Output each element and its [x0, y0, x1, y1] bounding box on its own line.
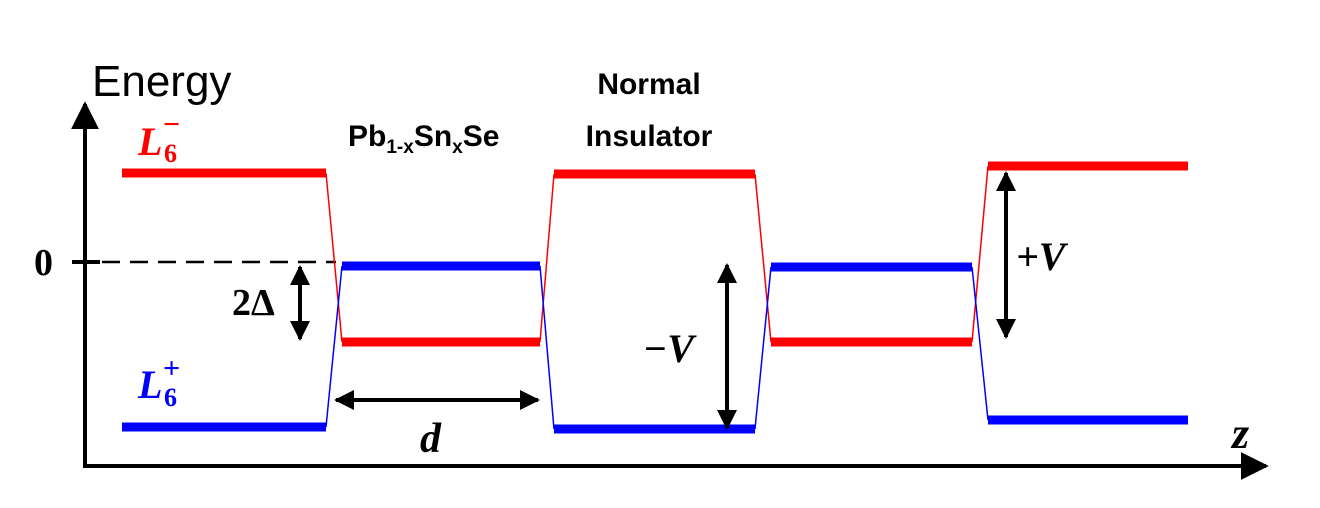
l6-plus-sub: 6: [164, 383, 177, 412]
l6-minus-sub: 6: [164, 139, 177, 168]
gap-label: 2Δ: [232, 282, 275, 324]
material-label: Pb1-xSnxSe: [348, 120, 499, 158]
minus-v-label: −V: [643, 326, 697, 371]
blue-transition-2: [539, 265, 555, 430]
zero-label: 0: [34, 242, 53, 284]
red-transition-4: [971, 165, 989, 343]
z-axis-label: z: [1230, 409, 1249, 458]
conduction-band: [122, 161, 1188, 347]
insulator-label: Insulator: [586, 120, 713, 153]
width-label: d: [420, 416, 442, 462]
l6-plus-label: L: [137, 362, 162, 407]
l6-minus-label: L: [137, 119, 162, 164]
l6-minus-sup: −: [163, 108, 180, 141]
plus-v-label: +V: [1016, 234, 1069, 279]
red-transition-1: [325, 172, 343, 343]
red-transition-3: [754, 173, 772, 343]
red-transition-2: [539, 173, 555, 343]
l6-plus-sup: +: [163, 352, 180, 385]
energy-axis-label: Energy: [92, 57, 231, 106]
blue-transition-4: [971, 266, 989, 421]
blue-transition-3: [754, 266, 772, 430]
normal-label: Normal: [597, 68, 700, 101]
blue-transition-1: [325, 265, 343, 428]
